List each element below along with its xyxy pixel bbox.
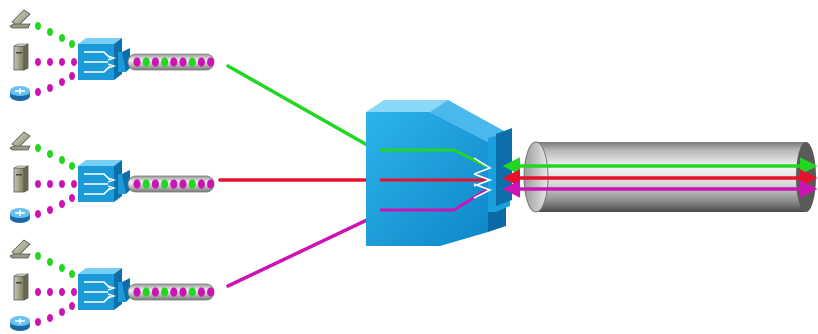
- source-groups: [9, 9, 215, 332]
- stream-bead: [161, 287, 169, 297]
- stream-bead: [161, 179, 169, 189]
- source-group-3: [9, 239, 215, 332]
- signal-dot: [69, 162, 75, 170]
- signal-dot: [71, 288, 77, 296]
- stream-bead: [188, 57, 196, 67]
- stream-bead: [197, 287, 205, 297]
- signal-dot: [47, 58, 53, 66]
- signal-dot: [59, 200, 65, 208]
- server-icon: [13, 165, 29, 193]
- signal-dot: [59, 156, 65, 164]
- tributary-link: [35, 58, 77, 66]
- stream-bead: [142, 287, 150, 297]
- stream-bead: [207, 179, 215, 189]
- source-group-2: [9, 131, 215, 224]
- signal-dot: [59, 180, 65, 188]
- router-icon: [9, 207, 31, 224]
- signal-dot: [69, 302, 75, 310]
- signal-dot: [35, 58, 41, 66]
- signal-dot: [59, 78, 65, 86]
- stream-bead: [151, 179, 159, 189]
- tributary-link: [35, 302, 75, 326]
- signal-dot: [35, 144, 41, 152]
- stream-bead: [151, 57, 159, 67]
- router-icon: [9, 85, 31, 102]
- signal-dot: [47, 258, 53, 266]
- tributary-link: [35, 72, 75, 96]
- stream-bead: [197, 179, 205, 189]
- multiplexed-stream-tube: [127, 53, 215, 71]
- server-icon: [13, 273, 29, 301]
- stream-bead: [161, 57, 169, 67]
- tributary-link: [35, 144, 75, 170]
- stream-bead: [133, 179, 141, 189]
- signal-dot: [47, 84, 53, 92]
- multiplexed-stream-tube: [127, 283, 215, 301]
- stream-bead: [133, 287, 141, 297]
- signal-dot: [47, 314, 53, 322]
- stream-bead: [170, 287, 178, 297]
- stream-bead: [188, 287, 196, 297]
- signal-dot: [35, 318, 41, 326]
- stream-bead: [179, 179, 187, 189]
- source-group-1: [9, 9, 215, 102]
- trunk-arrows: [502, 157, 818, 198]
- stream-bead: [179, 287, 187, 297]
- stream-bead: [188, 179, 196, 189]
- stream-bead: [142, 179, 150, 189]
- signal-dot: [69, 72, 75, 80]
- stream-bead: [151, 287, 159, 297]
- tributary-link: [35, 288, 77, 296]
- signal-dot: [47, 150, 53, 158]
- signal-dot: [69, 194, 75, 202]
- stream-bead: [133, 57, 141, 67]
- signal-dot: [71, 58, 77, 66]
- tributary-link: [35, 22, 75, 48]
- signal-dot: [71, 180, 77, 188]
- signal-dot: [47, 28, 53, 36]
- tributary-link: [35, 252, 75, 278]
- stream-bead: [197, 57, 205, 67]
- signal-dot: [59, 58, 65, 66]
- tributary-link: [35, 180, 77, 188]
- signal-dot: [35, 22, 41, 30]
- signal-dot: [59, 288, 65, 296]
- signal-dot: [69, 40, 75, 48]
- signal-dot: [47, 206, 53, 214]
- signal-dot: [35, 180, 41, 188]
- stream-bead: [170, 57, 178, 67]
- router-icon: [9, 315, 31, 332]
- signal-dot: [47, 180, 53, 188]
- server-icon: [13, 43, 29, 71]
- signal-dot: [47, 288, 53, 296]
- signal-dot: [59, 34, 65, 42]
- signal-dot: [59, 308, 65, 316]
- signal-dot: [59, 264, 65, 272]
- tributary-link: [35, 194, 75, 218]
- signal-dot: [69, 270, 75, 278]
- stream-bead: [142, 57, 150, 67]
- stream-bead: [207, 57, 215, 67]
- stream-bead: [170, 179, 178, 189]
- stream-bead: [207, 287, 215, 297]
- signal-dot: [35, 88, 41, 96]
- stream-bead: [179, 57, 187, 67]
- multiplexed-stream-tube: [127, 175, 215, 193]
- signal-dot: [35, 288, 41, 296]
- signal-dot: [35, 210, 41, 218]
- signal-dot: [35, 252, 41, 260]
